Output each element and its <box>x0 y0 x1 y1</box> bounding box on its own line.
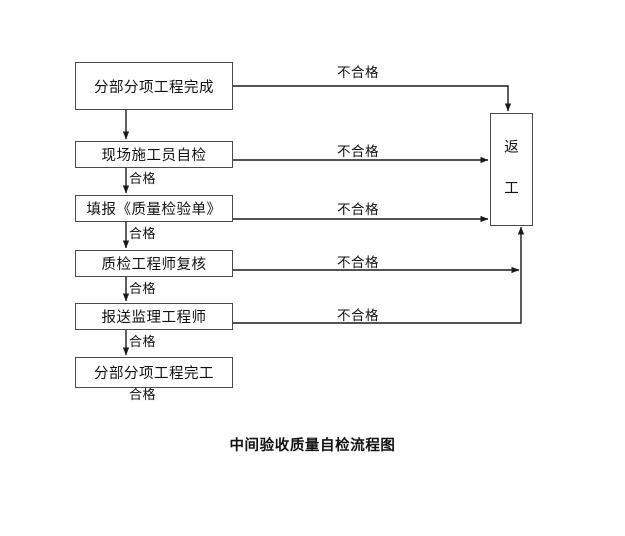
node-subdivision-work-complete[interactable]: 分部分项工程完成 <box>75 62 233 110</box>
edge-fail-1 <box>233 85 512 112</box>
node-fill-quality-inspection-form[interactable]: 填报《质量检验单》 <box>75 195 233 222</box>
edge-label-fail-4: 不合格 <box>337 255 379 271</box>
node-label: 填报《质量检验单》 <box>86 202 222 218</box>
edge-label-fail-1: 不合格 <box>337 65 379 81</box>
node-rework[interactable]: 返 工 <box>490 113 533 226</box>
edge-label-fail-3: 不合格 <box>337 202 379 218</box>
edge-label-pass-3: 合格 <box>129 282 157 297</box>
node-label: 质检工程师复核 <box>101 257 207 273</box>
edge-label-pass-1: 合格 <box>129 172 157 187</box>
edge-label-pass-2: 合格 <box>129 227 157 242</box>
edge-label-fail-2: 不合格 <box>337 144 379 160</box>
node-label: 分部分项工程完成 <box>94 79 214 96</box>
node-label-char-1: 返 <box>504 140 519 156</box>
node-label-char-2: 工 <box>504 180 519 197</box>
edge-label-pass-4: 合格 <box>129 335 157 350</box>
node-label: 现场施工员自检 <box>101 148 207 164</box>
edge-label-pass-5: 合格 <box>129 388 157 403</box>
node-submit-to-supervising-engineer[interactable]: 报送监理工程师 <box>75 303 233 330</box>
node-site-worker-self-inspection[interactable]: 现场施工员自检 <box>75 141 233 168</box>
edge-label-fail-5: 不合格 <box>337 308 379 324</box>
node-label: 报送监理工程师 <box>101 310 207 326</box>
node-quality-engineer-review[interactable]: 质检工程师复核 <box>75 250 233 277</box>
node-subdivision-work-finished[interactable]: 分部分项工程完工 <box>75 357 233 388</box>
diagram-title: 中间验收质量自检流程图 <box>229 438 396 454</box>
edge-fail-5 <box>208 226 525 324</box>
node-label: 分部分项工程完工 <box>94 366 214 382</box>
